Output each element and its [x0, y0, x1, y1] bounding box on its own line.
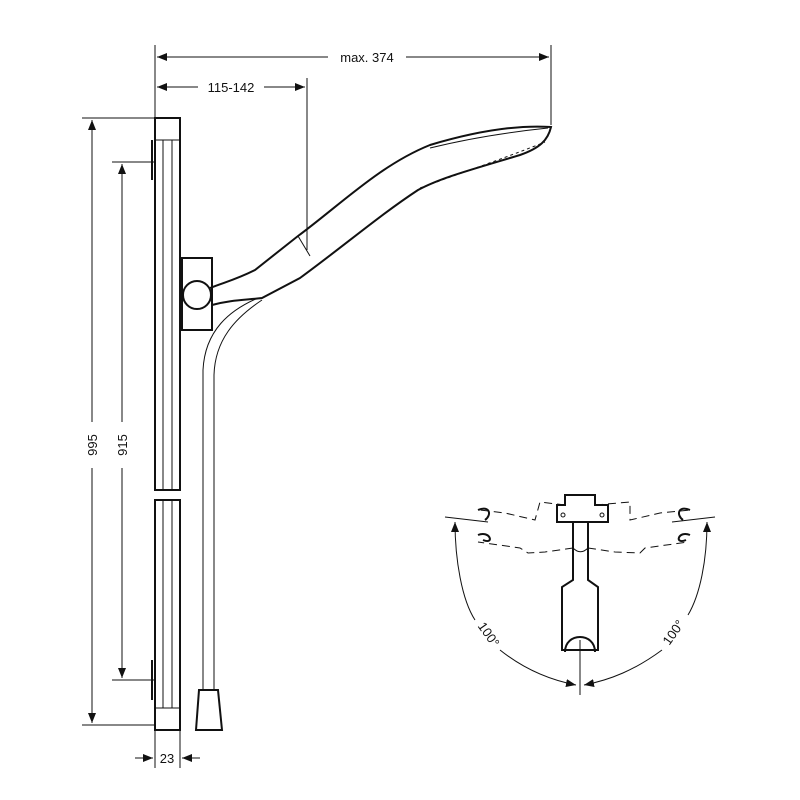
max-reach-label: max. 374 — [340, 50, 393, 65]
swivel-detail — [444, 494, 716, 695]
holder-reach-label: 115-142 — [208, 80, 255, 95]
swivel-right-angle-label: 100° — [659, 617, 687, 648]
bar-height-label: 915 — [115, 434, 130, 456]
dimension-lines — [82, 45, 552, 768]
swivel-left-angle-label: 100° — [475, 619, 503, 650]
shower-hose — [194, 297, 263, 731]
total-height-label: 995 — [85, 434, 100, 456]
shower-rail — [151, 117, 181, 731]
bar-width-label: 23 — [160, 751, 174, 766]
hand-shower — [181, 125, 553, 331]
